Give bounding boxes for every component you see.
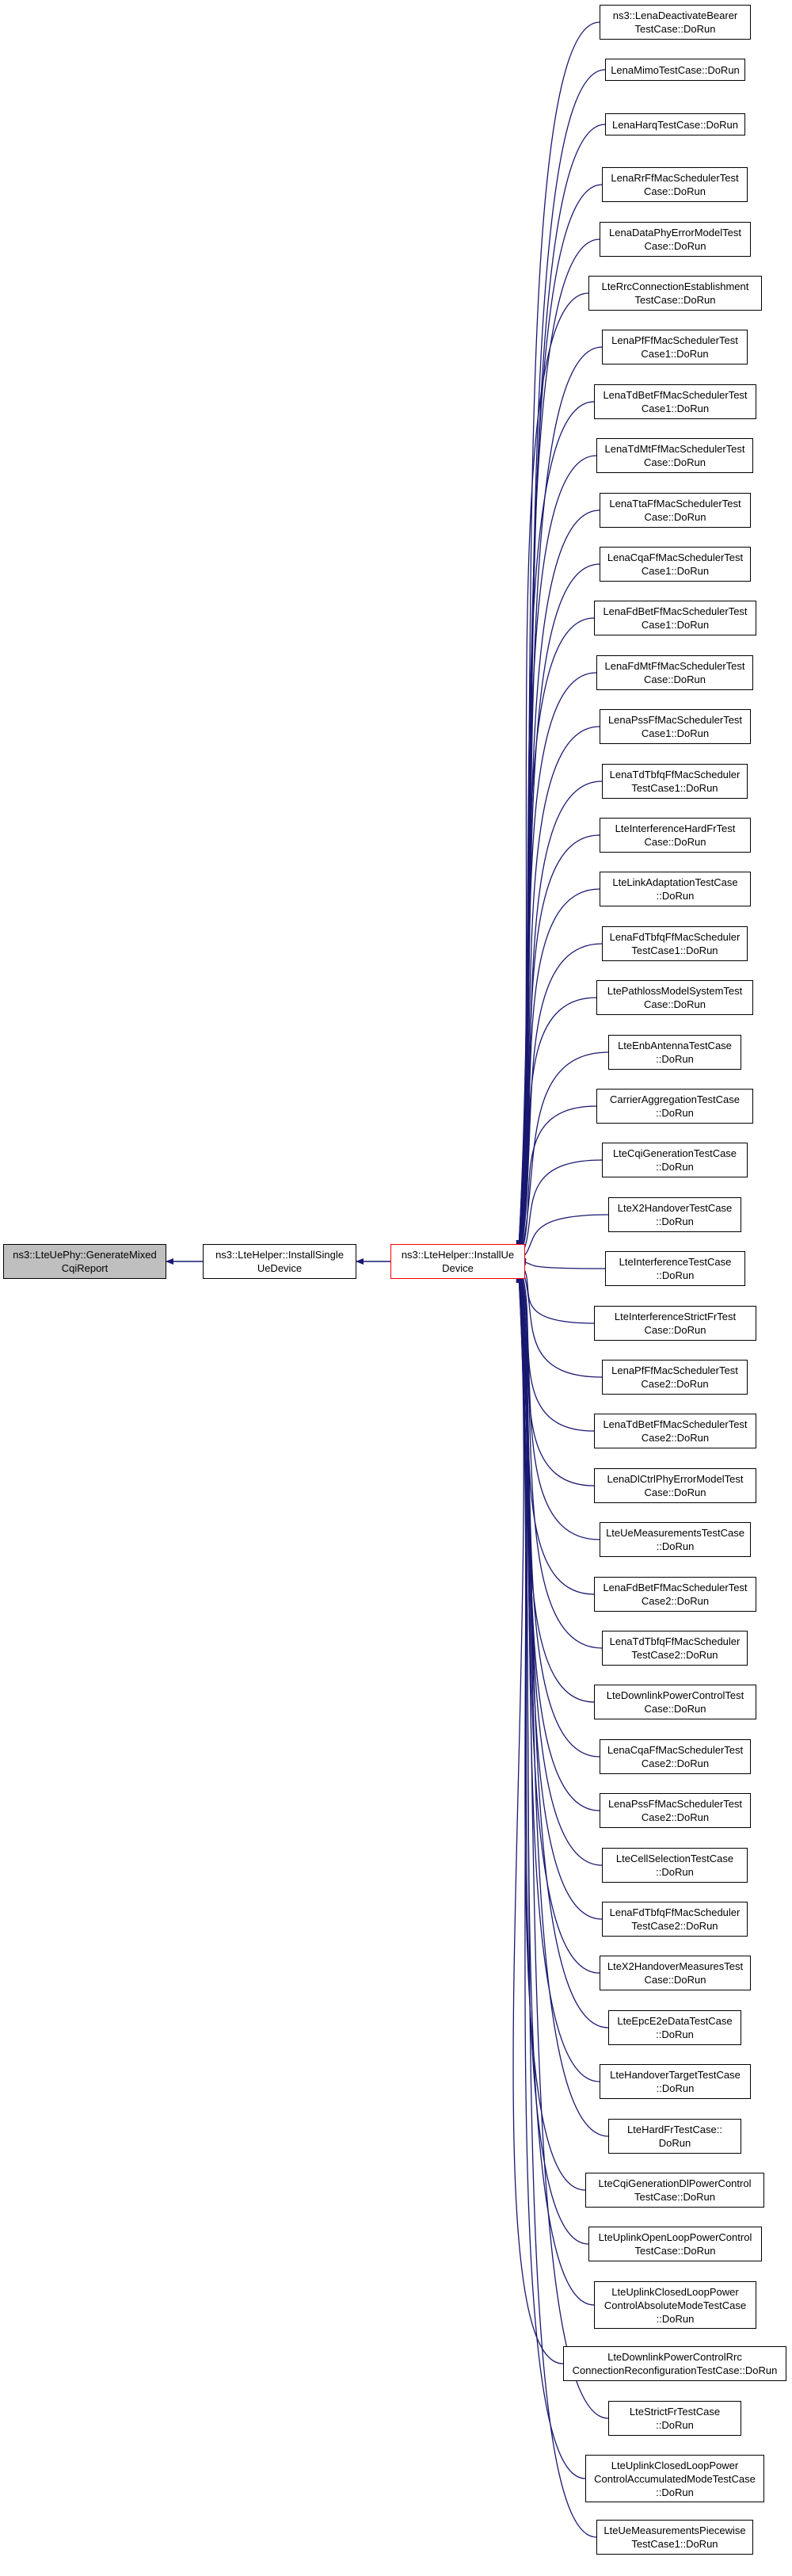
caller-node-36[interactable]: LteX2HandoverMeasuresTest Case::DoRun	[600, 1956, 751, 1990]
caller-node-40[interactable]: LteCqiGenerationDlPowerControl TestCase:…	[585, 2173, 764, 2208]
edge-caller-13	[516, 726, 600, 1257]
caller-node-41[interactable]: LteUplinkOpenLoopPowerControl TestCase::…	[588, 2227, 762, 2261]
edge-caller-30	[516, 1265, 603, 1649]
caller-node-19[interactable]: LteEnbAntennaTestCase ::DoRun	[608, 1035, 741, 1070]
caller-node-21[interactable]: LteCqiGenerationTestCase ::DoRun	[602, 1143, 748, 1177]
caller-node-9[interactable]: LenaTtaFfMacSchedulerTest Case::DoRun	[600, 493, 751, 528]
edge-caller-46	[516, 1275, 597, 2538]
caller-node-16[interactable]: LteLinkAdaptationTestCase ::DoRun	[600, 872, 751, 906]
edge-caller-15	[516, 834, 600, 1257]
edge-caller-18	[517, 997, 597, 1260]
caller-node-18[interactable]: LtePathlossModelSystemTest Case::DoRun	[596, 980, 753, 1015]
caller-node-2[interactable]: LenaHarqTestCase::DoRun	[605, 113, 745, 135]
edge-caller-28	[517, 1263, 600, 1540]
edge-caller-37	[516, 1269, 609, 2028]
edge-caller-20	[518, 1105, 597, 1261]
caller-node-1[interactable]: LenaMimoTestCase::DoRun	[605, 59, 745, 81]
caller-node-3[interactable]: LenaRrFfMacSchedulerTest Case::DoRun	[602, 167, 748, 202]
edge-caller-5	[516, 292, 589, 1251]
caller-node-27[interactable]: LenaDlCtrlPhyErrorModelTest Case::DoRun	[594, 1468, 756, 1503]
install-ue-device-node[interactable]: ns3::LteHelper::InstallUe Device	[390, 1244, 525, 1279]
install-single-ue-device-node[interactable]: ns3::LteHelper::InstallSingle UeDevice	[203, 1244, 356, 1279]
caller-node-43[interactable]: LteDownlinkPowerControlRrc ConnectionRec…	[563, 2346, 786, 2381]
caller-node-42[interactable]: LteUplinkClosedLoopPower ControlAbsolute…	[594, 2281, 756, 2329]
caller-node-13[interactable]: LenaPssFfMacSchedulerTest Case1::DoRun	[600, 709, 751, 744]
caller-node-37[interactable]: LteEpcE2eDataTestCase ::DoRun	[608, 2010, 741, 2045]
edge-caller-39	[516, 1270, 609, 2137]
caller-node-11[interactable]: LenaFdBetFfMacSchedulerTest Case1::DoRun	[594, 601, 756, 635]
edge-caller-22	[518, 1214, 609, 1261]
edge-caller-40	[516, 1271, 586, 2191]
caller-node-0[interactable]: ns3::LenaDeactivateBearer TestCase::DoRu…	[600, 5, 751, 40]
caller-node-39[interactable]: LteHardFrTestCase:: DoRun	[608, 2119, 741, 2154]
caller-node-28[interactable]: LteUeMeasurementsTestCase ::DoRun	[600, 1522, 751, 1557]
caller-node-8[interactable]: LenaTdMtFfMacSchedulerTest Case::DoRun	[596, 438, 753, 473]
edge-caller-12	[516, 672, 597, 1256]
edge-caller-21	[518, 1159, 603, 1261]
caller-node-46[interactable]: LteUeMeasurementsPiecewise TestCase1::Do…	[596, 2520, 753, 2555]
caller-node-26[interactable]: LenaTdBetFfMacSchedulerTest Case2::DoRun	[594, 1414, 756, 1448]
caller-node-38[interactable]: LteHandoverTargetTestCase ::DoRun	[600, 2064, 751, 2099]
edge-caller-43	[512, 1273, 564, 2364]
caller-node-29[interactable]: LenaFdBetFfMacSchedulerTest Case2::DoRun	[594, 1577, 756, 1612]
caller-node-5[interactable]: LteRrcConnectionEstablishment TestCase::…	[588, 276, 762, 311]
caller-node-31[interactable]: LteDownlinkPowerControlTest Case::DoRun	[594, 1685, 756, 1719]
edge-caller-25	[518, 1261, 603, 1378]
caller-node-45[interactable]: LteUplinkClosedLoopPower ControlAccumula…	[585, 2455, 764, 2502]
caller-node-33[interactable]: LenaPssFfMacSchedulerTest Case2::DoRun	[600, 1793, 751, 1828]
edge-caller-19	[518, 1051, 609, 1260]
caller-node-35[interactable]: LenaFdTbfqFfMacScheduler TestCase2::DoRu…	[602, 1902, 748, 1937]
caller-node-20[interactable]: CarrierAggregationTestCase ::DoRun	[596, 1089, 753, 1124]
caller-node-17[interactable]: LenaFdTbfqFfMacScheduler TestCase1::DoRu…	[602, 926, 748, 961]
caller-node-30[interactable]: LenaTdTbfqFfMacScheduler TestCase2::DoRu…	[602, 1631, 748, 1666]
edge-caller-23	[518, 1258, 606, 1269]
caller-node-44[interactable]: LteStrictFrTestCase ::DoRun	[608, 2401, 741, 2436]
edges	[166, 21, 609, 2538]
edge-caller-6	[516, 346, 603, 1252]
caller-node-14[interactable]: LenaTdTbfqFfMacScheduler TestCase1::DoRu…	[602, 764, 748, 799]
caller-node-34[interactable]: LteCellSelectionTestCase ::DoRun	[602, 1848, 748, 1883]
caller-node-32[interactable]: LenaCqaFfMacSchedulerTest Case2::DoRun	[600, 1739, 751, 1774]
caller-node-23[interactable]: LteInterferenceTestCase ::DoRun	[605, 1251, 745, 1286]
caller-node-7[interactable]: LenaTdBetFfMacSchedulerTest Case1::DoRun	[594, 384, 756, 419]
caller-node-12[interactable]: LenaFdMtFfMacSchedulerTest Case::DoRun	[596, 655, 753, 690]
caller-node-25[interactable]: LenaPfFfMacSchedulerTest Case2::DoRun	[602, 1360, 748, 1395]
root-node[interactable]: ns3::LteUePhy::GenerateMixed CqiReport	[3, 1244, 166, 1279]
edge-caller-26	[518, 1262, 595, 1432]
caller-node-15[interactable]: LteInterferenceHardFrTest Case::DoRun	[600, 818, 751, 853]
caller-node-4[interactable]: LenaDataPhyErrorModelTest Case::DoRun	[600, 222, 751, 257]
caller-node-6[interactable]: LenaPfFfMacSchedulerTest Case1::DoRun	[602, 330, 748, 364]
caller-node-22[interactable]: LteX2HandoverTestCase ::DoRun	[608, 1197, 741, 1232]
caller-node-10[interactable]: LenaCqaFfMacSchedulerTest Case1::DoRun	[600, 547, 751, 582]
caller-node-24[interactable]: LteInterferenceStrictFrTest Case::DoRun	[594, 1306, 756, 1341]
edge-caller-16	[516, 888, 600, 1258]
